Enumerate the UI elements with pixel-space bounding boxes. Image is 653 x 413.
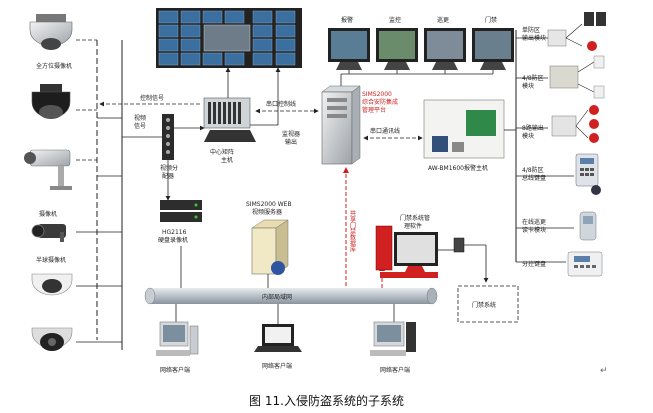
single-zone-output-module bbox=[516, 12, 606, 51]
monitor-out-label-2: 输出 bbox=[285, 138, 297, 146]
video-splitter-label-2: 配器 bbox=[162, 173, 174, 180]
patrol-label-1: 在线巡更 bbox=[522, 218, 546, 226]
monitor-label-patrol: 巡更 bbox=[437, 16, 449, 24]
monitor-label-surveillance: 监控 bbox=[389, 16, 401, 24]
access-software-label-2: 理软件 bbox=[404, 222, 422, 230]
dvr-label-1: HG2116 bbox=[162, 229, 187, 236]
matrix-host-label-1: 中心矩阵 bbox=[210, 148, 234, 156]
mod-single-label-1: 单防区 bbox=[522, 26, 540, 34]
sims-label-1: SIMS2000 bbox=[362, 91, 392, 98]
alarm-host-icon bbox=[423, 99, 505, 159]
box-camera-on-pole-icon bbox=[24, 149, 72, 190]
partition-keypad-icon bbox=[516, 251, 603, 277]
paragraph-mark-icon: ↵ bbox=[600, 366, 608, 376]
video-wall-icon bbox=[156, 8, 302, 68]
control-signal-label: 控制信号 bbox=[140, 94, 164, 102]
patrol-reader-icon bbox=[516, 211, 597, 241]
bus-keypad-icon bbox=[516, 153, 601, 195]
monitor-label-alarm: 报警 bbox=[341, 16, 353, 24]
mod-48-label-2: 模块 bbox=[522, 82, 534, 90]
video-signal-label-2: 信号 bbox=[134, 122, 146, 130]
dvr-label-2: 硬盘录像机 bbox=[158, 236, 188, 244]
client-laptop-icon bbox=[254, 324, 302, 352]
monitor-label-access: 门禁 bbox=[485, 16, 497, 24]
sims-label-2: 综合安防集成 bbox=[362, 98, 398, 106]
access-system-label: 门禁系统 bbox=[472, 301, 496, 309]
matrix-host-label-2: 主机 bbox=[221, 156, 233, 164]
web-server-label-1: SIMS2000 WEB bbox=[246, 201, 292, 208]
bullet-camera-icon bbox=[31, 224, 66, 242]
dome-camera-label: 半球摄像机 bbox=[36, 256, 66, 264]
black-dome-camera-icon bbox=[31, 327, 73, 351]
mod-48-label-1: 4/8防区 bbox=[522, 74, 544, 82]
monitor-patrol-icon bbox=[424, 28, 466, 70]
client-pc-2-icon bbox=[370, 321, 416, 356]
video-signal-label-1: 视频 bbox=[134, 114, 146, 122]
shared-db-label: 共享门禁数据库 bbox=[349, 209, 356, 253]
matrix-host-icon bbox=[203, 97, 256, 142]
bus-keypad-label-2: 总线键盘 bbox=[522, 174, 546, 182]
monitor-surveillance-icon bbox=[376, 28, 418, 70]
serial-control-label: 串口控制线 bbox=[266, 100, 296, 108]
access-control-pc-icon bbox=[375, 225, 438, 278]
lan-pipe-icon bbox=[144, 287, 438, 305]
alarm-host-label: AW-BM1600报警主机 bbox=[428, 164, 488, 172]
monitor-alarm-icon bbox=[328, 28, 370, 70]
svg-text:共享门禁数据库: 共享门禁数据库 bbox=[349, 209, 356, 253]
patrol-label-2: 读卡模块 bbox=[522, 226, 546, 234]
client-3-label: 网络客户端 bbox=[380, 366, 410, 374]
video-splitter-label-1: 视频分 bbox=[160, 164, 178, 172]
sims-server-icon bbox=[321, 85, 361, 165]
mod-single-label-2: 输出模块 bbox=[522, 34, 546, 42]
web-server-icon bbox=[251, 219, 289, 275]
figure-caption: 图 11.入侵防盗系统的子系统 bbox=[249, 394, 404, 408]
ptz-camera-label: 全方位摄像机 bbox=[36, 62, 72, 70]
access-software-label-1: 门禁系统管 bbox=[400, 214, 430, 222]
web-server-label-2: 视频服务器 bbox=[252, 208, 282, 216]
monitor-out-label-1: 监视器 bbox=[282, 130, 300, 138]
lan-label: 内部局域网 bbox=[262, 293, 292, 301]
mod-8out-label-1: 8路输出 bbox=[522, 124, 544, 132]
white-dome-camera-icon bbox=[31, 273, 73, 296]
camera-label: 摄像机 bbox=[39, 210, 57, 218]
bus-keypad-label-1: 4/8防区 bbox=[522, 166, 544, 174]
mod-8out-label-2: 模块 bbox=[522, 132, 534, 140]
dvr-icon bbox=[160, 200, 202, 222]
sims-label-3: 管理平台 bbox=[362, 106, 386, 114]
card-reader-icon bbox=[453, 237, 465, 253]
part-keypad-label: 分控键盘 bbox=[522, 260, 546, 268]
zone-4-8-module bbox=[516, 55, 605, 99]
output-8-module bbox=[516, 105, 599, 143]
monitor-access-icon bbox=[472, 28, 514, 70]
client-2-label: 网络客户端 bbox=[262, 362, 292, 370]
ptz-dome-camera-icon bbox=[29, 14, 73, 50]
access-system-box bbox=[457, 285, 519, 323]
serial-comm-label: 串口通讯线 bbox=[370, 127, 400, 135]
client-1-label: 网络客户端 bbox=[160, 366, 190, 374]
client-pc-1-icon bbox=[156, 321, 199, 356]
video-splitter-icon bbox=[162, 114, 174, 160]
speed-dome-camera-icon bbox=[31, 84, 71, 119]
